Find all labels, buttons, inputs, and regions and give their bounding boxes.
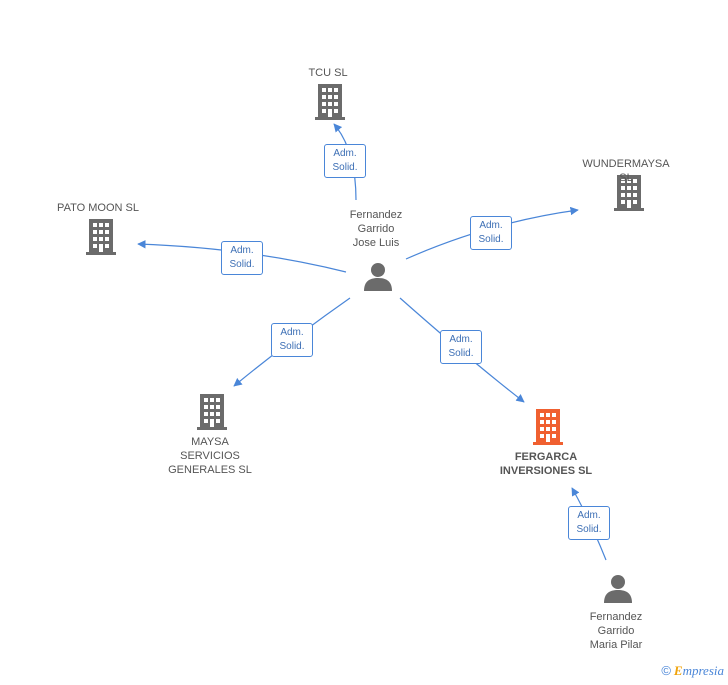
edge-label-line1: Adm.: [577, 510, 601, 521]
edge-label-jose-tcu[interactable]: Adm. Solid.: [324, 144, 366, 178]
edge-label-pilar-fergarca[interactable]: Adm. Solid.: [568, 506, 610, 540]
brand-footer[interactable]: ©Empresia: [661, 663, 724, 679]
edge-label-line2: Solid.: [576, 524, 602, 535]
node-label-jose[interactable]: Fernandez Garrido Jose Luis: [349, 209, 403, 249]
node-label-fergarca[interactable]: FERGARCA INVERSIONES SL: [499, 451, 593, 477]
building-icon[interactable]: [197, 394, 227, 430]
copyright-symbol: ©: [661, 663, 671, 678]
building-icon[interactable]: [533, 409, 563, 445]
edge-label-jose-maysa[interactable]: Adm. Solid.: [271, 323, 313, 357]
brand-logo-initial: E: [673, 663, 683, 678]
node-label-wundermaysa[interactable]: WUNDERMAYSA SL: [582, 158, 670, 184]
node-label-tcu[interactable]: TCU SL: [308, 67, 348, 79]
edge-label-jose-fergarca[interactable]: Adm. Solid.: [440, 330, 482, 364]
node-label-pilar[interactable]: Fernandez Garrido Maria Pilar: [589, 611, 643, 651]
edge-label-line1: Adm.: [479, 220, 503, 231]
edge-label-line2: Solid.: [448, 348, 474, 359]
person-icon[interactable]: [604, 575, 632, 603]
edge-label-line1: Adm.: [230, 245, 254, 256]
edge-label-line2: Solid.: [478, 234, 504, 245]
edge-label-jose-patomoon[interactable]: Adm. Solid.: [221, 241, 263, 275]
edges-layer: [137, 123, 607, 561]
person-icon[interactable]: [364, 263, 392, 291]
brand-logo-text: mpresia: [682, 663, 724, 678]
edge-label-line2: Solid.: [279, 341, 305, 352]
node-label-patomoon[interactable]: PATO MOON SL: [57, 202, 139, 214]
building-icon[interactable]: [86, 219, 116, 255]
edge-label-line1: Adm.: [449, 334, 473, 345]
node-label-maysa[interactable]: MAYSA SERVICIOS GENERALES SL: [168, 436, 252, 476]
building-icon[interactable]: [315, 84, 345, 120]
edge-label-jose-wundermaysa[interactable]: Adm. Solid.: [470, 216, 512, 250]
edge-label-line2: Solid.: [332, 162, 358, 173]
edge-label-line1: Adm.: [280, 327, 304, 338]
edge-label-line1: Adm.: [333, 148, 357, 159]
edge-label-line2: Solid.: [229, 259, 255, 270]
